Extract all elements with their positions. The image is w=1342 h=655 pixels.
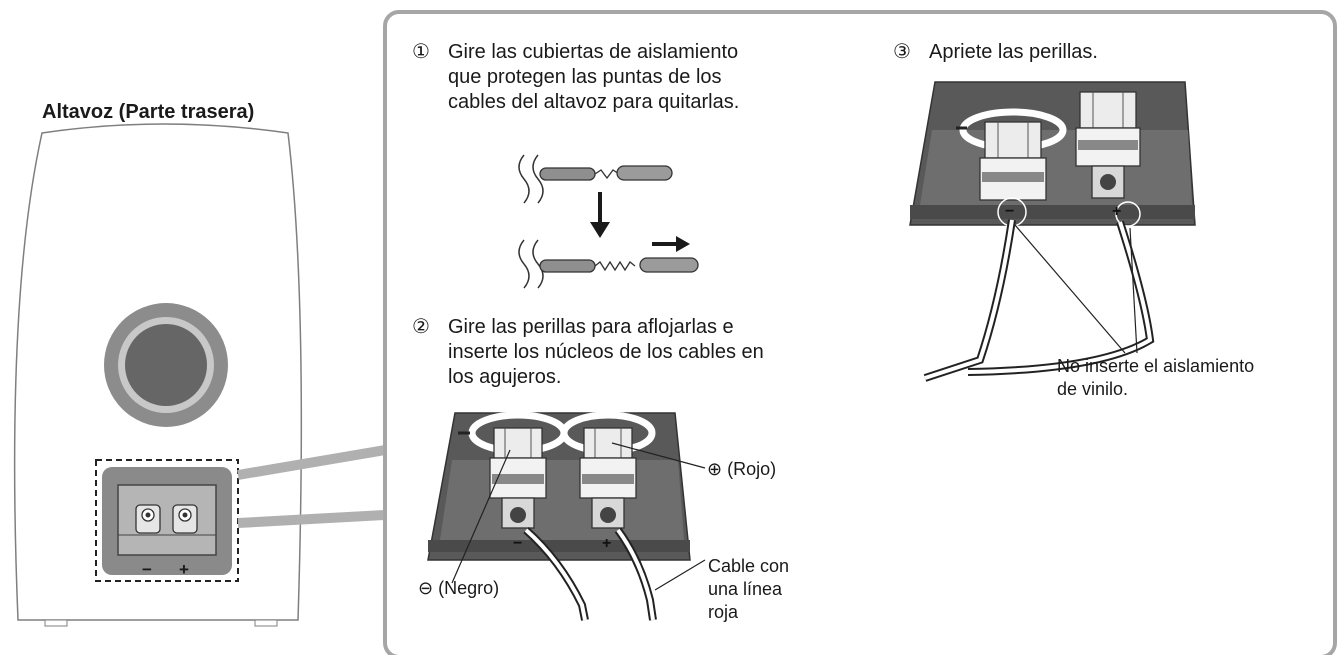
bass-port-icon: [104, 303, 228, 427]
panel3-minus-sign: −: [1005, 203, 1015, 220]
terminal-minus-label: −: [142, 560, 152, 579]
callout-no-insert: No inserte el aislamiento de vinilo.: [1057, 355, 1254, 401]
panel2-minus-sign: −: [513, 535, 523, 552]
panel3-plus-sign: +: [1112, 203, 1122, 220]
speaker-rear-illustration: [13, 123, 386, 627]
terminal-panel-step2: [427, 411, 706, 621]
step-1-line-2: que protegen las puntas de los: [448, 66, 722, 88]
step-3-line-1: Apriete las perillas.: [929, 41, 1098, 63]
step-2-line-1: Gire las perillas para aflojarlas e: [448, 316, 734, 338]
terminal-plus-label: +: [179, 560, 189, 579]
step-2-line-2: inserte los núcleos de los cables en: [448, 341, 764, 363]
callout-no-insert-1: No inserte el aislamiento: [1057, 356, 1255, 376]
detail-frame: [383, 10, 1337, 655]
callout-red-line-2: una línea: [708, 579, 783, 599]
wire-strip-illustration: [518, 154, 699, 289]
callout-rojo-text: (Rojo): [727, 459, 777, 479]
callout-no-insert-2: de vinilo.: [1057, 379, 1129, 399]
speaker-title: Altavoz (Parte trasera): [42, 101, 255, 123]
callout-red-line-3: roja: [708, 602, 739, 622]
step-1-marker: ①: [412, 41, 430, 63]
step-2-line-3: los agujeros.: [448, 366, 562, 388]
step-2-marker: ②: [412, 316, 430, 338]
terminal-minus-icon: [135, 504, 161, 534]
step-1: ① Gire las cubiertas de aislamiento que p…: [412, 40, 739, 115]
plus-circle-icon: ⊕: [707, 459, 723, 479]
panel2-plus-sign: +: [602, 535, 612, 552]
step-1-line-3: cables del altavoz para quitarlas.: [448, 91, 740, 113]
callout-red-line-cable: Cable con una línea roja: [708, 555, 789, 624]
speaker-terminal-plate: [102, 467, 232, 575]
callout-negro: ⊖ (Negro): [418, 577, 499, 600]
callout-rojo: ⊕ (Rojo): [707, 458, 776, 481]
knob-plus-step2: [560, 411, 656, 529]
step-1-line-1: Gire las cubiertas de aislamiento: [448, 41, 739, 63]
zoom-connector: [237, 445, 386, 528]
step-2: ② Gire las perillas para aflojarlas e ins…: [412, 315, 764, 390]
terminal-plus-icon: [172, 504, 198, 534]
step-3: ③ Apriete las perillas.: [893, 40, 1098, 65]
step-3-marker: ③: [893, 41, 911, 63]
callout-red-line-1: Cable con: [708, 556, 790, 576]
knob-minus-step3: [956, 108, 1067, 201]
callout-negro-text: (Negro): [438, 578, 500, 598]
minus-circle-icon: ⊖: [418, 578, 434, 598]
terminal-panel-step3: [909, 81, 1196, 382]
knob-plus-step3: [1075, 91, 1141, 199]
